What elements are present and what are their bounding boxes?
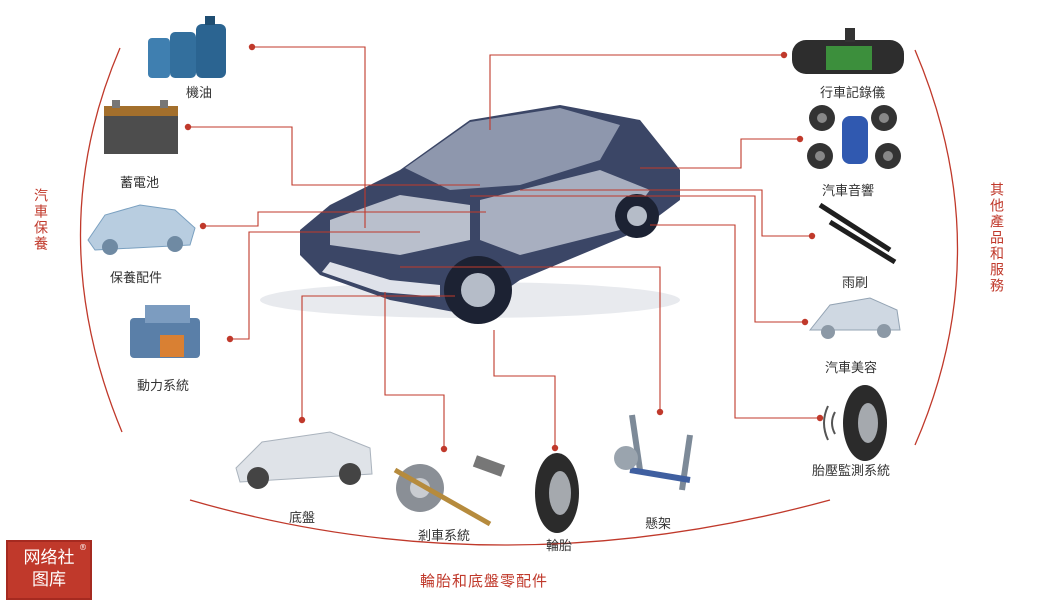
right-category-arc: [914, 49, 959, 446]
registered-mark: ®: [79, 543, 87, 552]
speakers-icon: [807, 105, 901, 169]
battery-icon: [104, 100, 178, 154]
leader-dots: [184, 43, 824, 453]
watermark-logo: ® 网络社 图库: [6, 540, 92, 600]
part-label-wiper: 雨刷: [842, 276, 869, 291]
category-label-tires-chassis: 輪胎和底盤零配件: [420, 572, 549, 590]
part-label-tire: 輪胎: [546, 539, 573, 554]
tire-sensor-icon: [823, 385, 887, 461]
part-label-brake-system: 剎車系統: [418, 529, 471, 544]
bottom-category-arc: [189, 499, 831, 546]
suspension-icon: [614, 414, 693, 491]
tire-icon: [535, 453, 579, 533]
category-label-maintenance: 汽車保養: [32, 188, 48, 252]
wiper-icon: [818, 202, 897, 265]
part-label-car-audio: 汽車音響: [822, 184, 875, 199]
logo-line-2: 图库: [32, 570, 66, 590]
leader-lines: [188, 46, 820, 449]
category-label-other-services: 其他產品和服務: [988, 182, 1004, 294]
part-label-car-detailing: 汽車美容: [825, 361, 878, 376]
mirror-dashcam-icon: [792, 28, 904, 74]
logo-line-1: 网络社: [23, 548, 75, 568]
brake-icon: [393, 455, 506, 527]
part-label-engine-oil: 機油: [186, 86, 213, 101]
oil-bottles-icon: [148, 16, 226, 78]
part-label-powertrain: 動力系統: [137, 379, 190, 394]
left-category-arc: [79, 47, 123, 433]
car-cutaway-image: [260, 105, 680, 324]
part-label-chassis: 底盤: [289, 511, 316, 526]
chassis-icon: [235, 431, 373, 489]
car-parts-icon: [87, 204, 196, 255]
car-body-icon: [808, 297, 901, 339]
engine-icon: [130, 305, 200, 358]
part-label-suspension: 懸架: [645, 517, 672, 532]
part-label-tpms: 胎壓監測系統: [812, 464, 891, 479]
part-label-dash-cam: 行車記錄儀: [820, 86, 886, 101]
part-label-battery: 蓄電池: [120, 176, 160, 191]
part-label-maintenance-parts: 保養配件: [110, 271, 163, 286]
